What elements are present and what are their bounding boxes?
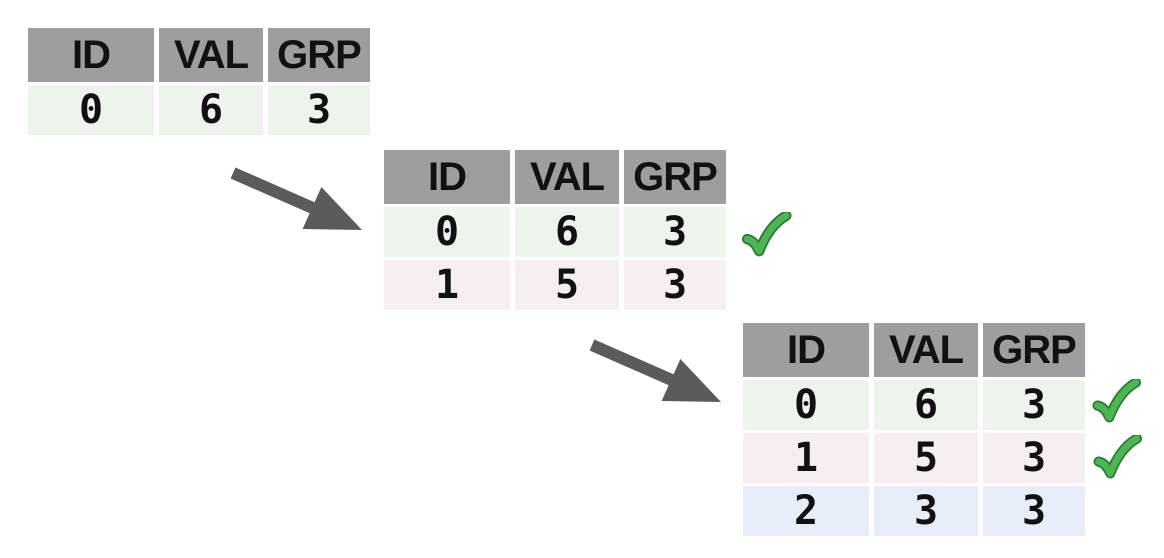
arrow-step1-to-step2-icon (233, 173, 362, 230)
cell-val: 3 (874, 486, 978, 536)
column-header-id: ID (743, 323, 869, 377)
column-header-grp: GRP (983, 323, 1085, 377)
table-step-3: ID VAL GRP 0 6 3 1 5 3 2 3 3 (743, 323, 1085, 536)
column-header-id: ID (28, 28, 154, 82)
cell-id: 0 (743, 380, 869, 430)
cell-val: 5 (515, 260, 619, 310)
column-header-id: ID (384, 150, 510, 204)
column-header-grp: GRP (624, 150, 726, 204)
cell-grp: 3 (268, 85, 370, 135)
cell-grp: 3 (983, 380, 1085, 430)
cell-val: 6 (515, 207, 619, 257)
check-icon (1092, 435, 1144, 482)
check-icon (740, 212, 794, 260)
cell-grp: 3 (624, 207, 726, 257)
column-header-val: VAL (874, 323, 978, 377)
cell-id: 1 (384, 260, 510, 310)
arrow-step2-to-step3-icon (592, 345, 721, 402)
cell-grp: 3 (624, 260, 726, 310)
cell-grp: 3 (983, 486, 1085, 536)
cell-id: 0 (384, 207, 510, 257)
column-header-grp: GRP (268, 28, 370, 82)
check-icon (1091, 379, 1143, 426)
cell-grp: 3 (983, 433, 1085, 483)
cell-id: 0 (28, 85, 154, 135)
column-header-val: VAL (159, 28, 263, 82)
cell-val: 6 (159, 85, 263, 135)
cell-val: 6 (874, 380, 978, 430)
table-step-1: ID VAL GRP 0 6 3 (28, 28, 370, 135)
table-step-2: ID VAL GRP 0 6 3 1 5 3 (384, 150, 726, 310)
cell-id: 2 (743, 486, 869, 536)
column-header-val: VAL (515, 150, 619, 204)
cell-id: 1 (743, 433, 869, 483)
cell-val: 5 (874, 433, 978, 483)
